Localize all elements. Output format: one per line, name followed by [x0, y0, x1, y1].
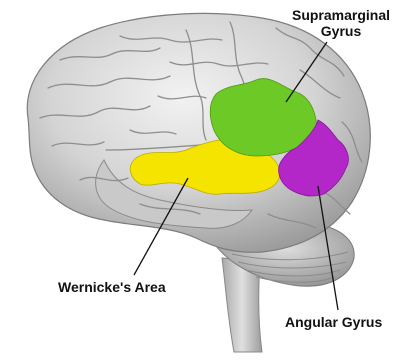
angular-gyrus-label: Angular Gyrus	[285, 314, 382, 330]
supramarginal-label-line1: Supramarginal	[282, 7, 400, 23]
wernicke-area-label: Wernicke's Area	[58, 279, 166, 295]
supramarginal-gyrus-label: Supramarginal Gyrus	[282, 7, 400, 39]
supramarginal-label-line2: Gyrus	[282, 23, 400, 39]
